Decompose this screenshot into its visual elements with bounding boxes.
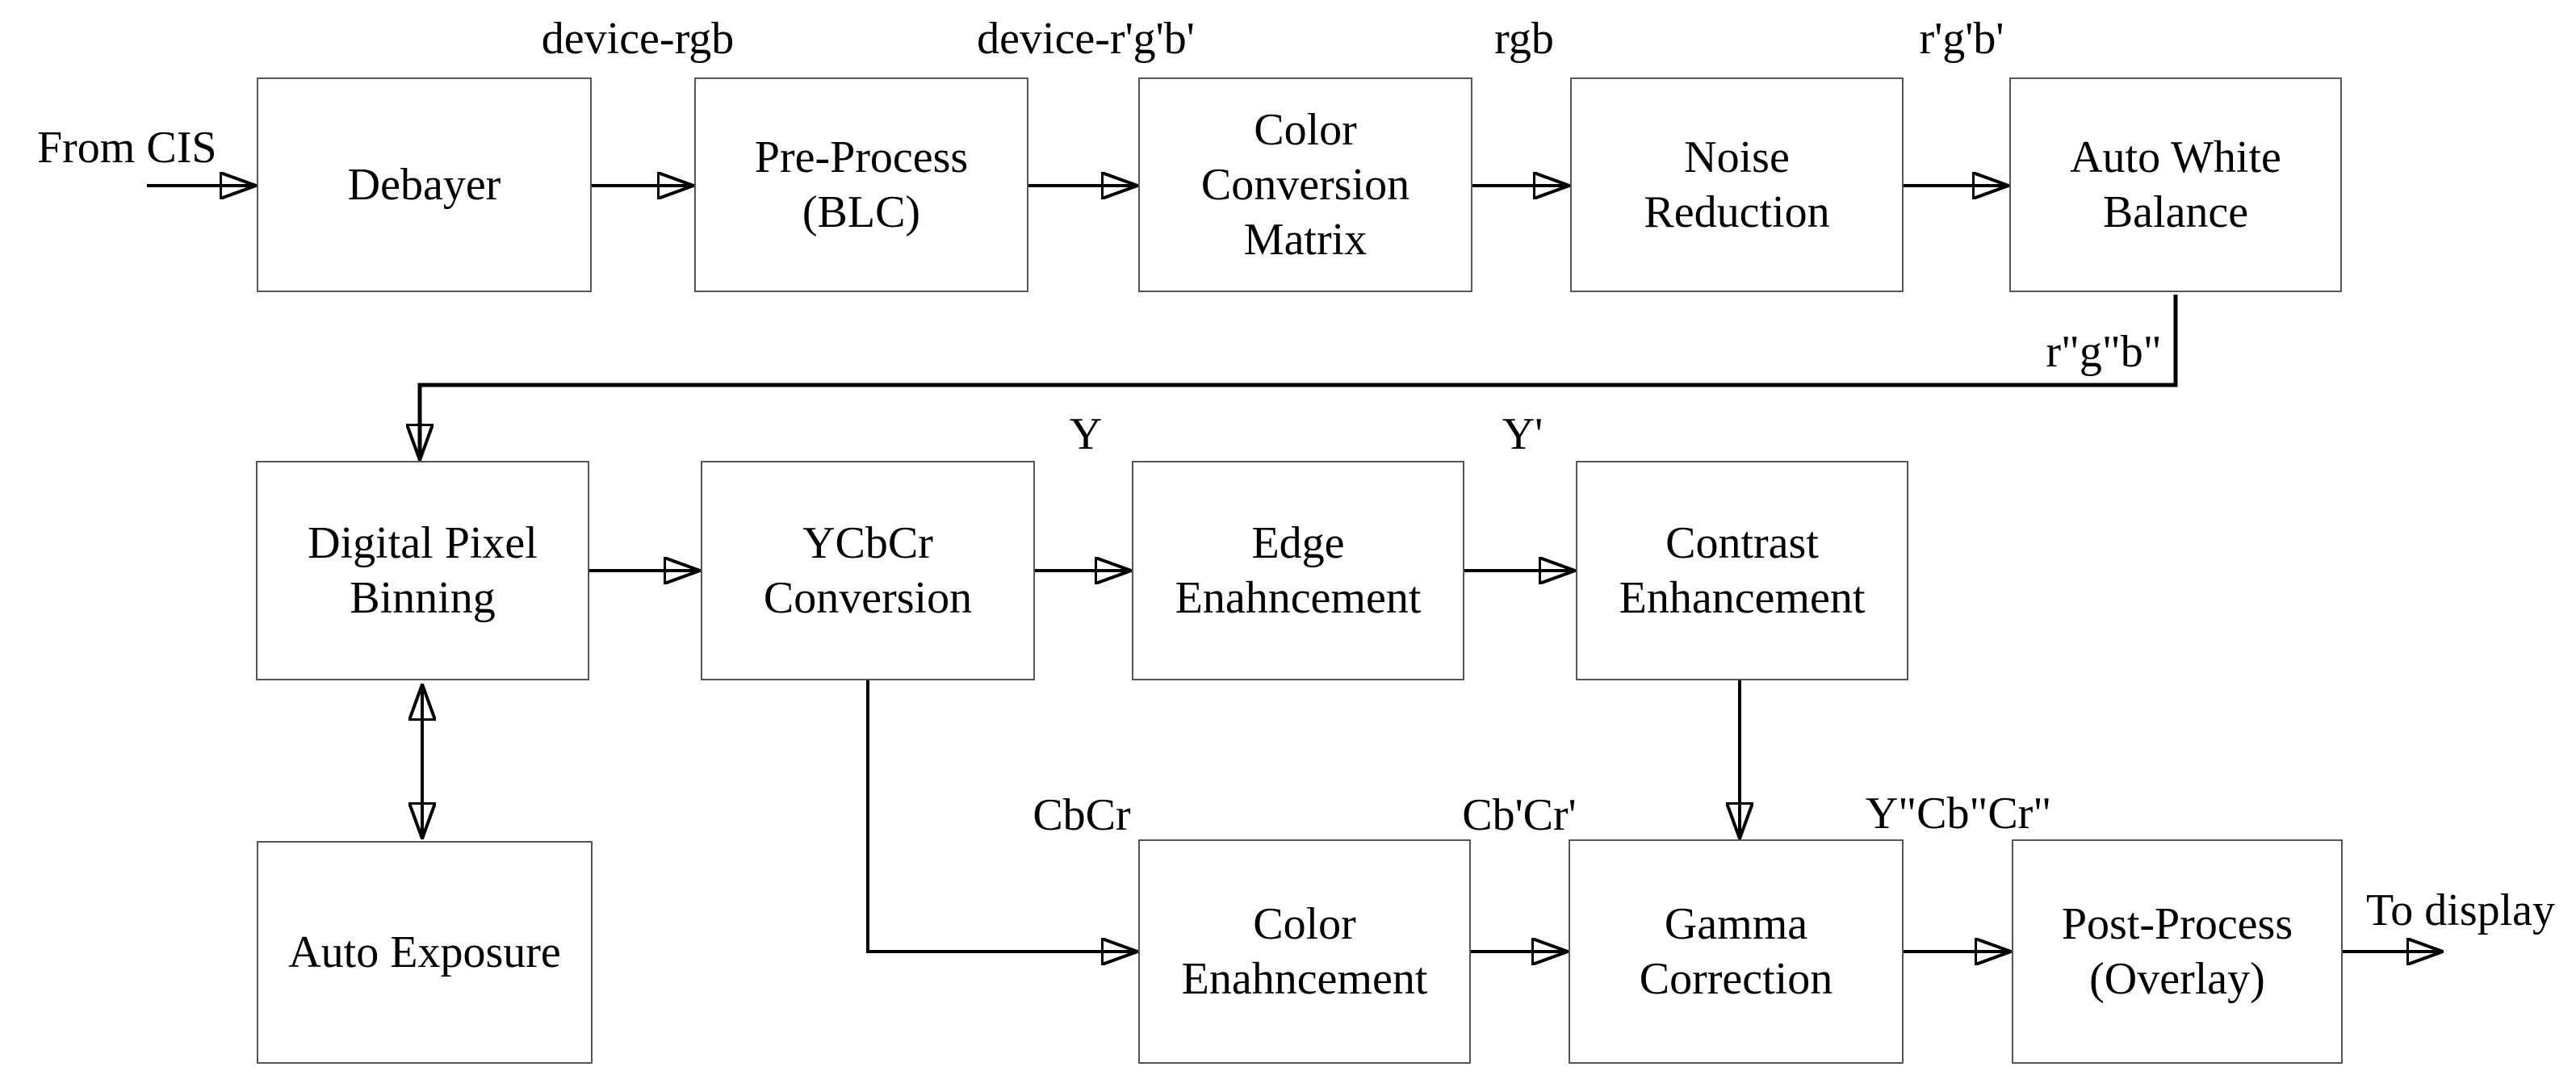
node-color-conversion-matrix: Color Conversion Matrix	[1138, 77, 1472, 292]
label-device-rgb-prime: device-r'g'b'	[977, 14, 1195, 64]
node-contrast-enhancement: Contrast Enhancement	[1576, 461, 1908, 680]
node-gamma-correction: Gamma Correction	[1569, 839, 1904, 1064]
node-auto-white-balance: Auto White Balance	[2009, 77, 2342, 292]
label-to-display: To display	[2365, 885, 2556, 935]
label-rgb: rgb	[1494, 14, 1554, 64]
label-ycbcr-doubleprime: Y"Cb"Cr"	[1865, 789, 2052, 839]
node-digital-pixel-binning: Digital Pixel Binning	[256, 461, 589, 680]
label-from-cis: From CIS	[37, 123, 217, 173]
label-cbcr: CbCr	[1032, 790, 1131, 840]
node-post-process: Post-Process (Overlay)	[2012, 839, 2343, 1064]
node-debayer: Debayer	[257, 77, 592, 292]
node-pre-process: Pre-Process (BLC)	[694, 77, 1028, 292]
label-rgb-prime: r'g'b'	[1919, 14, 2004, 64]
edge-awb-to-dpb	[420, 295, 2178, 459]
node-color-enahncement: Color Enahncement	[1138, 839, 1471, 1064]
node-ycbcr-conversion: YCbCr Conversion	[701, 461, 1035, 680]
label-device-rgb: device-rgb	[541, 14, 735, 64]
edge-ycbcr-to-colorenh	[866, 680, 1137, 952]
node-edge-enahncement: Edge Enahncement	[1132, 461, 1464, 680]
node-auto-exposure: Auto Exposure	[257, 841, 593, 1064]
label-y-prime: Y'	[1502, 409, 1544, 459]
label-cbcr-prime: Cb'Cr'	[1462, 790, 1577, 840]
label-rgb-doubleprime: r"g"b"	[2046, 327, 2162, 377]
node-noise-reduction: Noise Reduction	[1570, 77, 1904, 292]
label-y: Y	[1069, 409, 1103, 459]
